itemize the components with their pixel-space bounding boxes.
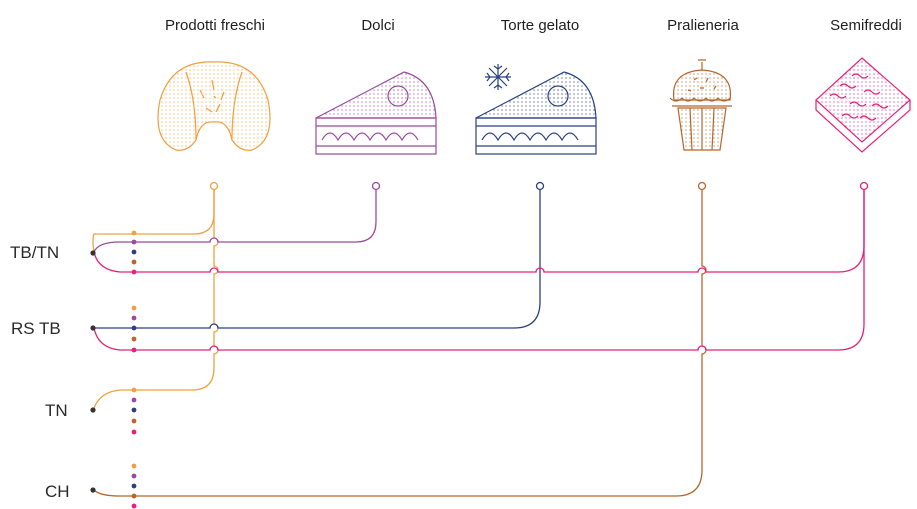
route-semifreddi [93, 190, 865, 351]
connector-sweets [371, 181, 381, 191]
frozen-cake-slice-icon [475, 64, 597, 155]
route-pralines [93, 190, 707, 497]
dot-column-rstb [131, 305, 137, 353]
croissant-icon [157, 61, 271, 151]
route-icecream [94, 190, 541, 329]
connector-pralines [697, 181, 707, 191]
row-label-tbtn: TB/TN [10, 243, 60, 262]
row-anchor-tbtn [90, 250, 96, 256]
dot-column-ch [131, 463, 137, 509]
dot-column-tn [131, 387, 137, 435]
connector-semifreddi [859, 181, 869, 191]
route-sweets [93, 190, 377, 253]
connector-fresh [209, 181, 219, 191]
snowflake-icon [485, 64, 511, 90]
category-label-pralines: Pralieneria [667, 17, 739, 34]
layered-cake-icon [815, 57, 911, 153]
route-fresh [92, 190, 219, 409]
category-label-sweets: Dolci [361, 17, 395, 34]
row-anchor-tn [90, 407, 96, 413]
category-label-fresh: Prodotti freschi [164, 17, 266, 34]
row-label-ch: CH [45, 482, 70, 501]
row-label-tn: TN [45, 401, 68, 420]
row-anchor-ch [90, 487, 96, 493]
row-anchor-rstb [90, 325, 96, 331]
row-label-rstb: RS TB [11, 319, 61, 338]
cake-slice-icon [315, 71, 437, 155]
category-label-semifreddi: Semifreddi [830, 17, 902, 34]
dot-column-tbtn [131, 230, 137, 275]
cupcake-icon [669, 59, 732, 151]
connector-icecream [535, 181, 545, 191]
category-label-icecream: Torte gelato [500, 17, 580, 34]
